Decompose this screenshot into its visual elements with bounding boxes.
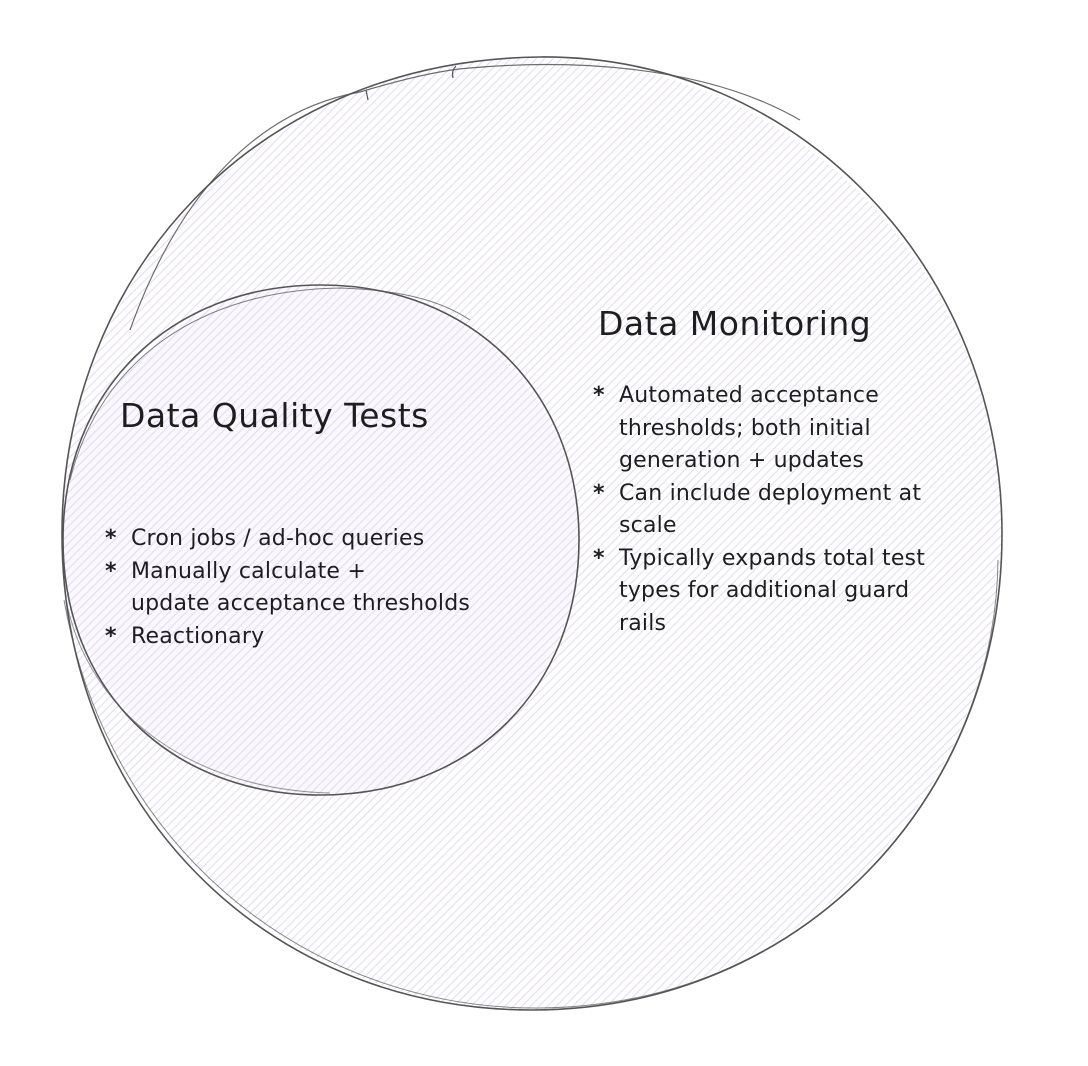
outer-circle-title: Data Monitoring [598,304,872,343]
list-item: * Typically expands total test types for… [593,543,925,641]
bullet-star-icon: * [593,383,605,408]
list-item: * Can include deployment at scale [593,478,925,543]
bullet-text: Manually calculate + update acceptance t… [131,558,471,617]
list-item: * Cron jobs / ad-hoc queries [105,523,470,556]
inner-circle-data-quality-tests[interactable] [62,284,580,796]
bullet-text: Automated acceptance thresholds; both in… [619,383,879,473]
bullet-star-icon: * [593,545,605,571]
outer-circle-bullet-list: * Automated acceptance thresholds; both … [593,380,925,640]
bullet-text: Can include deployment at scale [619,480,922,539]
bullet-text: Reactionary [131,623,265,649]
inner-circle-title: Data Quality Tests [120,396,429,435]
bullet-text: Typically expands total test types for a… [619,545,926,636]
inner-circle-bullet-list: * Cron jobs / ad-hoc queries * Manually … [105,523,470,653]
bullet-star-icon: * [105,558,117,584]
list-item: * Automated acceptance thresholds; both … [593,380,925,478]
bullet-star-icon: * [105,623,117,649]
list-item: * Manually calculate + update acceptance… [105,556,470,621]
bullet-text: Cron jobs / ad-hoc queries [131,526,425,551]
list-item: * Reactionary [105,621,470,654]
bullet-star-icon: * [105,526,117,551]
bullet-star-icon: * [593,480,605,506]
